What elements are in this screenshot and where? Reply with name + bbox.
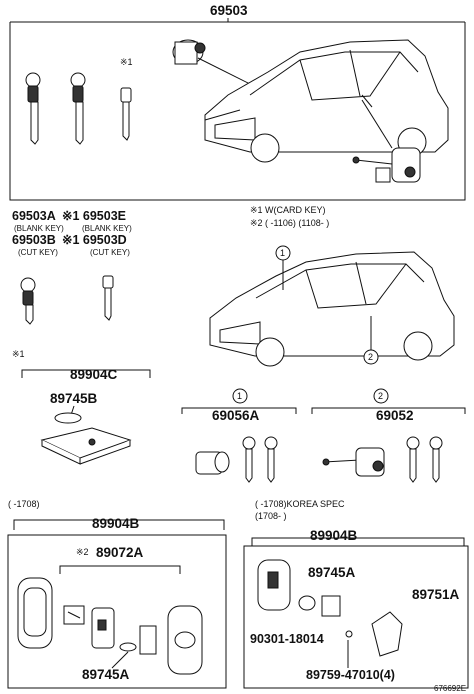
key-icon[interactable] [242,436,256,483]
smart-key-cover-icon[interactable] [167,605,203,675]
part-number-89072A[interactable]: 89072A [96,545,144,560]
note-card-key: ※1 W(CARD KEY) [250,205,326,215]
svg-text:1: 1 [237,391,242,401]
battery-icon[interactable] [298,595,316,611]
group-69052: 2 69052 [311,388,466,483]
battery-icon[interactable] [119,642,137,652]
car-illustration [209,251,455,367]
callout-2: 2 [363,316,379,365]
part-number-69503A[interactable]: 69503A [12,209,56,223]
key-icon[interactable] [20,277,36,325]
part-number-69503E[interactable]: ※1 69503E [62,209,126,223]
mechanical-key-icon[interactable] [120,87,132,141]
smart-key-case-icon[interactable] [257,559,291,611]
group-bracket [9,22,466,201]
key-icon[interactable] [264,436,278,483]
svg-text:※2: ※2 [76,547,89,557]
card-key-icon[interactable] [40,427,132,465]
svg-text:(CUT KEY): (CUT KEY) [90,248,130,257]
svg-text:2: 2 [378,391,383,401]
key-icon[interactable] [429,436,443,483]
note-date-range: ※2 ( -1106) (1108- ) [250,218,329,228]
star1-mark: ※1 [120,57,133,67]
key-labels: 69503A ※1 69503E (BLANK KEY) (BLANK KEY)… [12,209,132,257]
svg-text:( -1708): ( -1708) [8,499,40,509]
callout-1: 1 [275,245,291,290]
steering-lock-icon[interactable] [352,147,421,183]
part-number-89751A[interactable]: 89751A [412,587,460,602]
part-number-69503B[interactable]: 69503B [12,233,56,247]
part-number-89904B[interactable]: 89904B [310,528,358,543]
key-icon[interactable] [406,436,420,483]
svg-text:(1708- ): (1708- ) [255,511,287,521]
key-icon[interactable] [25,72,41,145]
part-number-89904B[interactable]: 89904B [92,516,140,531]
svg-text:(BLANK KEY): (BLANK KEY) [14,224,64,233]
svg-text:1: 1 [280,248,285,258]
part-number-90301-18014[interactable]: 90301-18014 [250,632,324,646]
group-69056A: 1 69056A [181,388,297,483]
group-89904C: ※1 89904C 89745B [12,349,151,465]
svg-text:※1: ※1 [12,349,25,359]
battery-icon[interactable] [54,412,82,424]
box-frame [7,534,227,689]
ignition-cylinder-icon[interactable] [172,39,206,65]
part-number-89759-47010[interactable]: 89759-47010(4) [306,668,395,682]
part-number-69056A[interactable]: 69056A [212,408,260,423]
svg-text:( -1708)KOREA SPEC: ( -1708)KOREA SPEC [255,499,345,509]
box-frame [243,545,469,689]
part-number-89904C[interactable]: 89904C [70,367,118,382]
part-number-69052[interactable]: 69052 [376,408,414,423]
key-icon[interactable] [70,72,86,145]
car-illustration [204,39,449,163]
box-right: ( -1708)KOREA SPEC (1708- ) 89904B 89745… [243,499,469,689]
emergency-key-icon[interactable] [139,625,157,655]
part-number-89745A[interactable]: 89745A [82,667,130,682]
svg-text:(CUT KEY): (CUT KEY) [18,248,58,257]
part-number-69503D[interactable]: ※1 69503D [62,233,127,247]
part-number-69503[interactable]: 69503 [210,3,248,18]
steering-lock-icon[interactable] [322,447,385,477]
box-left: ( -1708) 89904B ※2 89072A 89745A [7,499,227,689]
svg-text:(BLANK KEY): (BLANK KEY) [82,224,132,233]
diagram-id: 676692E [434,684,466,693]
part-number-89745A[interactable]: 89745A [308,565,356,580]
circuit-board-icon[interactable] [321,595,341,617]
group-69503: 69503 ※1 [9,3,466,201]
part-number-89745B[interactable]: 89745B [50,391,98,406]
key-cover-icon[interactable] [371,611,403,657]
mechanical-key-icon[interactable] [102,275,114,321]
circuit-board-icon[interactable] [91,607,115,649]
ignition-cylinder-icon[interactable] [195,451,230,475]
screw-icon[interactable] [345,630,353,638]
smart-key-case-icon[interactable] [17,577,53,649]
svg-text:2: 2 [368,352,373,362]
